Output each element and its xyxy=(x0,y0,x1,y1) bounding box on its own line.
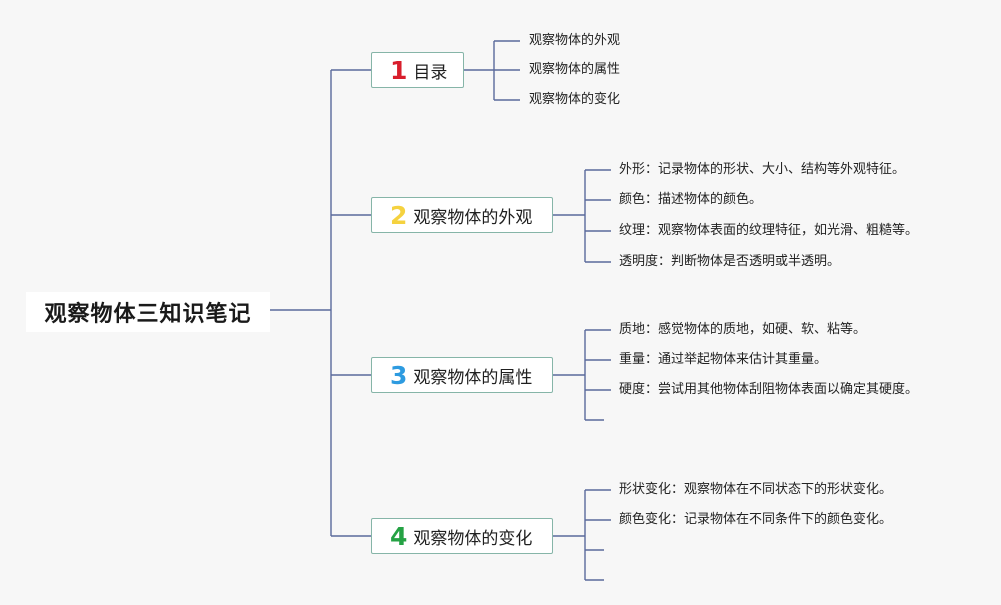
leaf-item[interactable]: 观察物体的外观 xyxy=(529,33,621,48)
branch-label: 观察物体的外观 xyxy=(413,207,533,228)
leaf-item[interactable]: 观察物体的变化 xyxy=(529,92,621,107)
branch-label: 目录 xyxy=(413,62,448,83)
branch-properties[interactable]: 3 观察物体的属性 xyxy=(371,357,553,393)
branch-number: 1 xyxy=(390,55,408,85)
leaf-item[interactable]: 纹理：观察物体表面的纹理特征，如光滑、粗糙等。 xyxy=(619,223,919,238)
branch-appearance[interactable]: 2 观察物体的外观 xyxy=(371,197,553,233)
branch-number: 4 xyxy=(390,521,408,551)
root-topic[interactable]: 观察物体三知识笔记 xyxy=(26,292,270,332)
leaf-item[interactable]: 形状变化：观察物体在不同状态下的形状变化。 xyxy=(619,482,893,497)
branch-number: 2 xyxy=(390,200,408,230)
leaf-item[interactable]: 观察物体的属性 xyxy=(529,62,621,77)
leaf-item[interactable]: 质地：感觉物体的质地，如硬、软、粘等。 xyxy=(619,322,867,337)
branch-number: 3 xyxy=(390,360,408,390)
leaf-item[interactable]: 外形：记录物体的形状、大小、结构等外观特征。 xyxy=(619,162,906,177)
leaf-item[interactable]: 颜色变化：记录物体在不同条件下的颜色变化。 xyxy=(619,512,893,527)
root-title: 观察物体三知识笔记 xyxy=(44,302,252,327)
leaf-item[interactable]: 透明度：判断物体是否透明或半透明。 xyxy=(619,254,841,269)
branch-label: 观察物体的属性 xyxy=(413,367,533,388)
leaf-item[interactable]: 硬度：尝试用其他物体刮阻物体表面以确定其硬度。 xyxy=(619,382,919,397)
branch-changes[interactable]: 4 观察物体的变化 xyxy=(371,518,553,554)
branch-contents[interactable]: 1 目录 xyxy=(371,52,464,88)
branch-label: 观察物体的变化 xyxy=(413,528,533,549)
leaf-item[interactable]: 颜色：描述物体的颜色。 xyxy=(619,192,763,207)
leaf-item[interactable]: 重量：通过举起物体来估计其重量。 xyxy=(619,352,828,367)
